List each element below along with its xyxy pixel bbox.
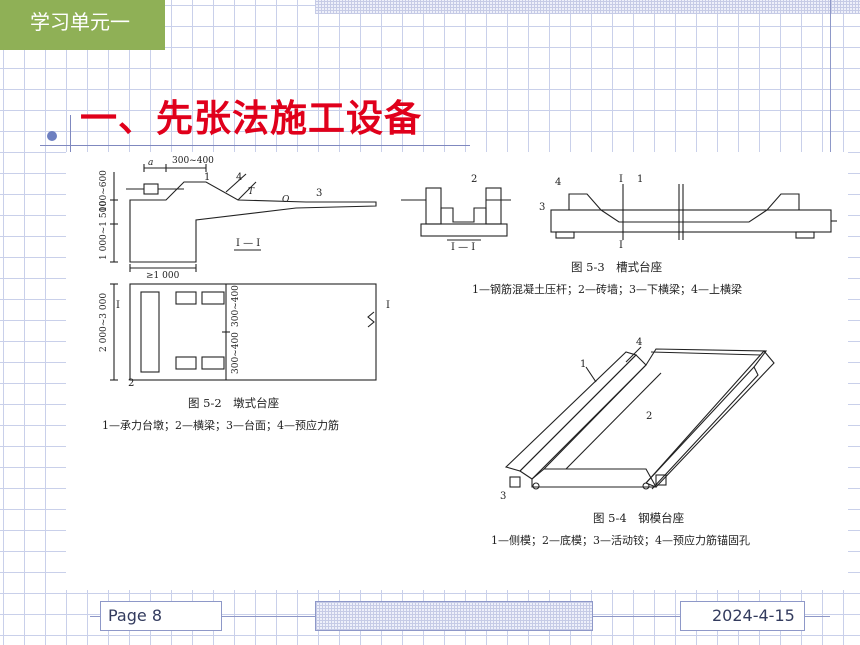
footer-date-box [680,601,805,631]
footer-date: 2024-4-15 [712,606,795,625]
fig52-callout-4: 4 [236,172,242,183]
fig52-dim-ge-1000: ≥1 000 [146,271,180,281]
fig52-caption: 图 5-2 墩式台座 [188,396,280,410]
figure-5-3-drawing: 2 4 3 1 I I I — I [401,174,837,250]
fig53-callout-i-bottom: I [619,240,623,250]
fig54-caption: 图 5-4 钢模台座 [593,511,685,525]
fig52-callout-2: 2 [128,378,134,389]
figure-5-2-drawing: 300~400 a 100~600 1 000~1 500 ≥1 000 2 0… [99,156,390,389]
fig52-dim-1000-1500: 1 000~1 500 [99,201,109,260]
fig52-dim-a: a [148,158,153,168]
fig52-label-t: T [248,187,255,197]
fig54-callout-2: 2 [646,411,652,422]
fig52-callout-i-right: I [386,300,390,311]
fig52-dim-300-400-b: 300~400 [231,332,241,374]
fig54-callout-3: 3 [500,491,506,502]
slide-title: 一、先张法施工设备 [80,97,422,140]
fig52-dim-300-400-a: 300~400 [231,285,241,327]
footer-page-box [100,601,222,631]
page-number: Page 8 [108,606,162,625]
title-vertical-rule [70,115,71,175]
fig52-dim-100-600: 100~600 [99,170,109,212]
fig52-section-label: I — I [236,238,260,249]
fig53-callout-4: 4 [555,177,561,188]
fig53-callout-3: 3 [539,202,545,213]
fig52-callout-3: 3 [316,188,322,199]
fig54-legend: 1—侧模；2—底模；3—活动铰；4—预应力筋锚固孔 [491,534,750,547]
fig52-legend: 1—承力台墩；2—横梁；3—台面；4—预应力筋 [102,419,339,432]
fig54-callout-4: 4 [636,337,642,348]
fig53-callout-2: 2 [471,174,477,185]
title-underline [40,145,470,146]
top-decorative-stripe [315,0,860,14]
fig53-section-label: I — I [451,242,475,250]
fig52-callout-i-left: I [116,300,120,311]
fig53-caption: 图 5-3 槽式台座 [571,260,663,274]
fig53-callout-1: 1 [637,174,643,185]
fig53-legend: 1—钢筋混凝土压杆；2—砖墙；3—下横梁；4—上横梁 [472,283,742,296]
unit-label: 学习单元一 [30,10,130,34]
unit-tab: 学习单元一 [0,0,165,50]
title-bullet-icon [47,131,57,141]
fig52-callout-1: 1 [204,172,210,183]
fig52-dim-2000-3000: 2 000~3 000 [99,293,109,352]
fig52-dim-300-400: 300~400 [172,156,214,166]
fig52-label-o: O [282,195,290,205]
figures-panel: 300~400 a 100~600 1 000~1 500 ≥1 000 2 0… [66,152,848,590]
right-rule [830,0,831,190]
footer-decorative-stripe [315,601,593,631]
fig54-callout-1: 1 [580,359,586,370]
figure-5-4-drawing: 1 2 3 4 [500,337,775,502]
fig53-callout-i-top: I [619,174,623,185]
